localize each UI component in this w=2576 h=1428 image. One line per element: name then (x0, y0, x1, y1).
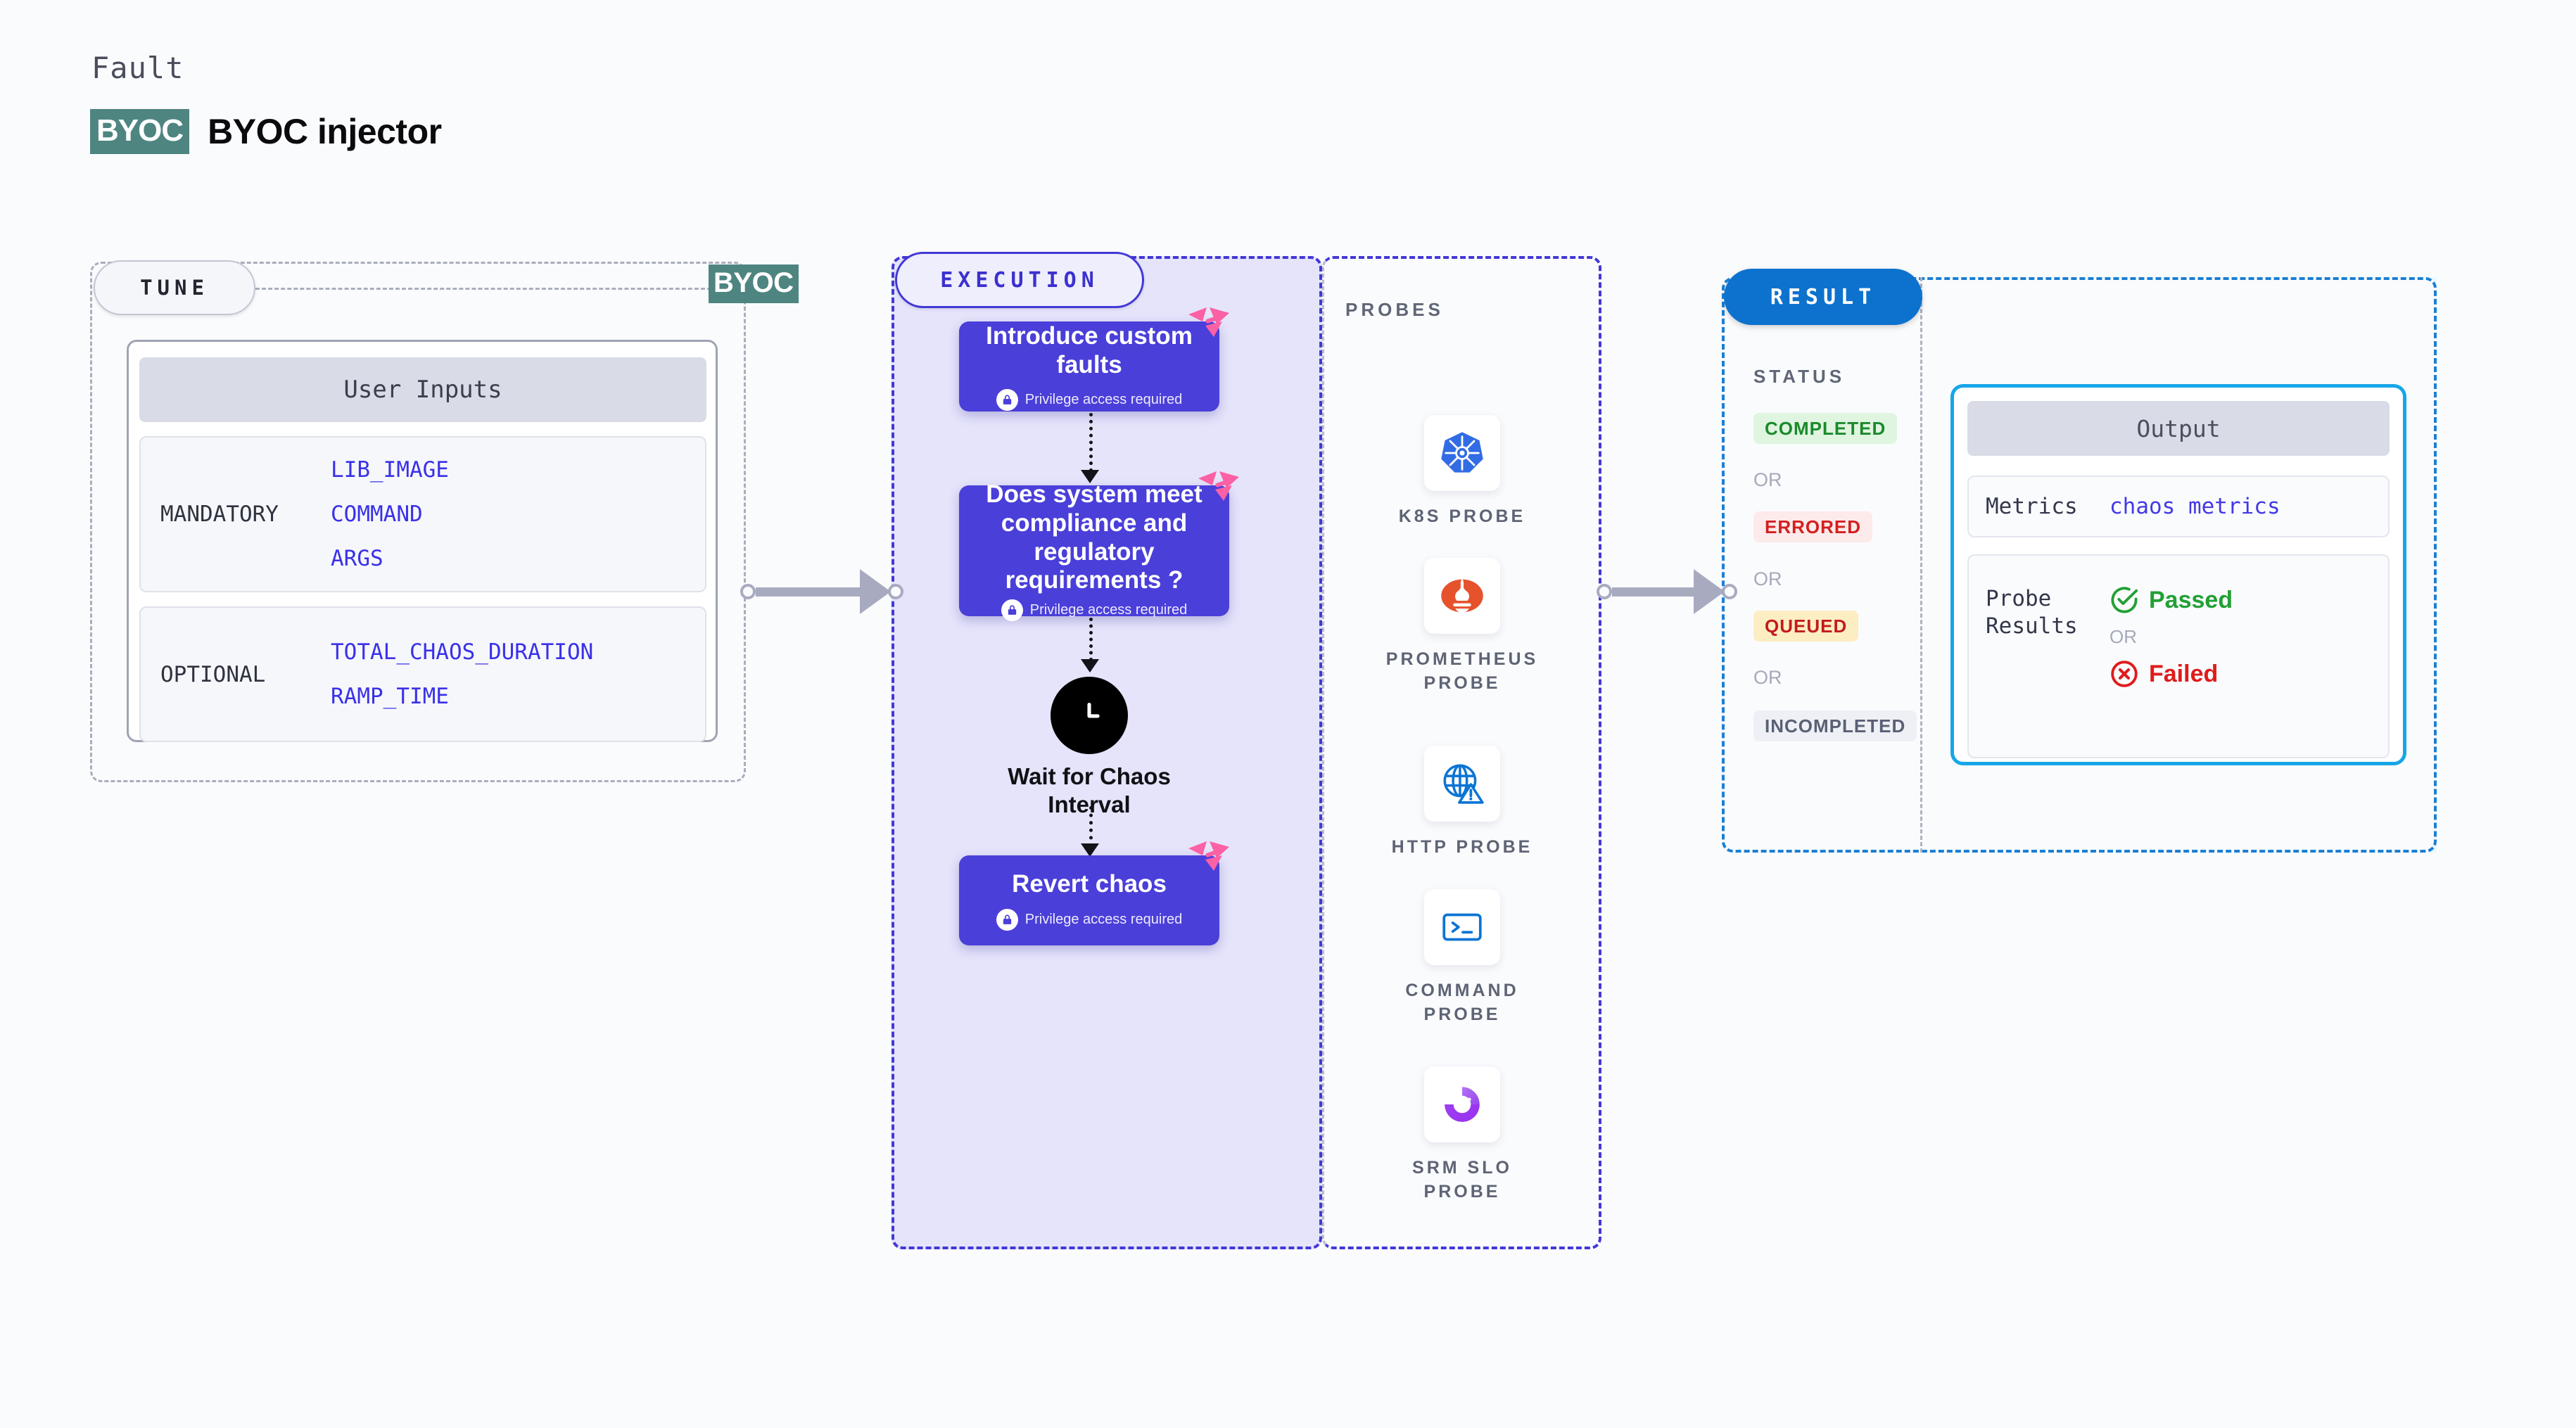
harness-logo-icon (1188, 841, 1229, 871)
flow-arrow-2 (1081, 659, 1099, 672)
connector-tune-to-execution (740, 569, 903, 614)
check-circle-icon (2111, 587, 2138, 613)
flow-line-3 (1089, 806, 1093, 847)
node-privilege-text: Privilege access required (1029, 602, 1188, 618)
metrics-label: Metrics (1986, 493, 2078, 519)
probe-result-failed: Failed (2109, 659, 2233, 689)
result-status-column (1722, 277, 1922, 853)
probe-label: K8S PROBE (1398, 506, 1526, 526)
srm-slo-icon (1424, 1066, 1500, 1142)
optional-params-box: OPTIONAL TOTAL_CHAOS_DURATION RAMP_TIME (139, 606, 706, 742)
status-badge-incompleted: INCOMPLETED (1753, 710, 1917, 741)
status-label: STATUS (1753, 366, 1846, 387)
param-lib-image[interactable]: LIB_IMAGE (331, 457, 449, 483)
execution-panel (892, 256, 1322, 1249)
param-args[interactable]: ARGS (331, 546, 383, 571)
page-title-row: BYOC BYOC injector (90, 109, 442, 154)
metrics-row: Metrics chaos metrics (1967, 476, 2390, 537)
or-label-3: OR (1753, 667, 1782, 688)
optional-values: TOTAL_CHAOS_DURATION RAMP_TIME (331, 639, 593, 709)
probe-result-passed: Passed (2109, 585, 2233, 615)
metrics-value[interactable]: chaos metrics (2109, 494, 2280, 519)
node-privilege-text: Privilege access required (1024, 392, 1183, 408)
mandatory-label: MANDATORY (160, 502, 279, 527)
status-badge-errored: ERRORED (1753, 511, 1873, 542)
wait-clock-icon (1051, 677, 1128, 754)
connector-execution-to-result (1597, 569, 1737, 614)
lock-icon (996, 389, 1018, 412)
connector-dot-start (740, 584, 756, 599)
probe-item-k8s[interactable]: K8S PROBE (1385, 415, 1540, 529)
byoc-badge: BYOC (709, 264, 799, 303)
tune-tag[interactable]: TUNE (94, 260, 255, 315)
or-label-1: OR (1753, 469, 1782, 490)
node-title: Revert chaos (1012, 870, 1167, 898)
harness-logo-icon (1198, 471, 1239, 501)
connector-bar (1612, 587, 1695, 597)
harness-logo-icon (1188, 307, 1229, 337)
wait-node-label: Wait for Chaos Interval (1008, 763, 1171, 817)
connector-dot-end (888, 584, 903, 599)
failed-label: Failed (2149, 660, 2219, 687)
execution-node-revert-chaos[interactable]: Revert chaos Privilege access required (959, 841, 1229, 945)
mandatory-values: LIB_IMAGE COMMAND ARGS (331, 457, 449, 571)
connector-dot-end (1722, 584, 1737, 599)
x-circle-icon (2111, 661, 2138, 687)
node-privilege-note: Privilege access required (996, 389, 1183, 412)
execution-node-compliance-check[interactable]: Does system meet compliance and regulato… (959, 471, 1239, 622)
node-title: Introduce custom faults (986, 321, 1193, 378)
execution-node-introduce-faults[interactable]: Introduce custom faults Privilege access… (959, 307, 1229, 412)
probe-label: COMMAND PROBE (1405, 981, 1519, 1024)
probe-item-prometheus[interactable]: PROMETHEUS PROBE (1385, 558, 1540, 696)
node-privilege-note: Privilege access required (996, 908, 1183, 931)
flow-line-2 (1089, 618, 1093, 661)
user-inputs-header: User Inputs (139, 357, 706, 422)
probe-item-command[interactable]: COMMAND PROBE (1385, 889, 1540, 1027)
tune-connector-line (255, 288, 711, 290)
flow-line-1 (1089, 413, 1093, 472)
lock-icon (996, 908, 1018, 931)
terminal-icon (1424, 889, 1500, 965)
connector-arrowhead (860, 569, 891, 614)
probe-item-http[interactable]: HTTP PROBE (1385, 746, 1540, 860)
flow-arrow-3 (1081, 843, 1099, 857)
probes-label: PROBES (1345, 299, 1444, 320)
optional-label: OPTIONAL (160, 661, 266, 687)
connector-dot-start (1597, 584, 1612, 599)
node-privilege-note: Privilege access required (1001, 599, 1188, 622)
or-label-output: OR (2109, 626, 2137, 647)
probe-label: PROMETHEUS PROBE (1385, 649, 1539, 693)
prometheus-icon (1424, 558, 1500, 634)
probe-item-srm-slo[interactable]: SRM SLO PROBE (1385, 1066, 1540, 1204)
passed-label: Passed (2149, 586, 2233, 613)
mandatory-params-box: MANDATORY LIB_IMAGE COMMAND ARGS (139, 436, 706, 592)
probe-label: HTTP PROBE (1391, 837, 1533, 857)
connector-bar (756, 587, 861, 597)
param-ramp-time[interactable]: RAMP_TIME (331, 684, 449, 709)
probe-label: SRM SLO PROBE (1412, 1158, 1512, 1201)
node-title: Does system meet compliance and regulato… (986, 480, 1203, 594)
byoc-chip: BYOC (90, 109, 190, 154)
or-label-2: OR (1753, 568, 1782, 589)
output-card-header: Output (1967, 401, 2390, 456)
param-command[interactable]: COMMAND (331, 502, 423, 527)
page-eyebrow: Fault (91, 51, 184, 85)
result-tag[interactable]: RESULT (1724, 269, 1922, 325)
status-badge-completed: COMPLETED (1753, 413, 1898, 444)
kubernetes-icon (1424, 415, 1500, 491)
lock-icon (1001, 599, 1023, 622)
connector-arrowhead (1694, 569, 1725, 614)
page-title: BYOC injector (208, 112, 442, 151)
param-total-chaos-duration[interactable]: TOTAL_CHAOS_DURATION (331, 639, 594, 665)
status-badge-queued: QUEUED (1753, 611, 1859, 642)
http-globe-icon (1424, 746, 1500, 822)
flow-arrow-1 (1081, 470, 1099, 483)
execution-tag[interactable]: EXECUTION (895, 252, 1144, 308)
node-privilege-text: Privilege access required (1024, 911, 1183, 927)
